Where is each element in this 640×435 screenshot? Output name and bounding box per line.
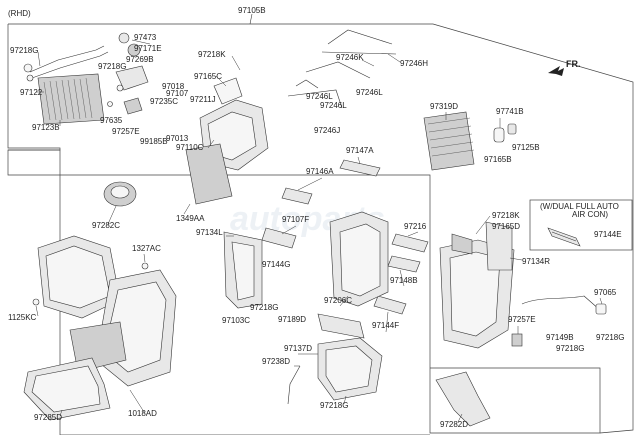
connector-parts [511,303,607,347]
part-label: 97137D [284,344,312,353]
part-label: 97147A [346,146,374,155]
part-label: 97165D [492,222,520,231]
part-label: 97285D [34,413,62,422]
part-label: 97171E [134,44,162,53]
part-label: 97206C [324,296,352,305]
part-label: 97103C [222,316,250,325]
option-title-line1: (W/DUAL FULL AUTO [540,202,619,211]
part-label: 97246L [356,88,383,97]
hose-set [287,29,397,109]
part-label: 97246L [306,92,333,101]
part-label: 97146A [306,167,334,176]
part-label: 97473 [134,33,157,42]
part-label: 97218G [10,46,38,55]
part-label: 97319D [430,102,458,111]
part-label: 97635 [100,116,123,125]
part-label: 97149B [546,333,574,342]
part-label: 97218G [320,401,348,410]
part-label: 97218K [198,50,226,59]
part-label: 97122 [20,88,43,97]
damper-parts [261,159,429,339]
part-label: 1349AA [176,214,205,223]
part-label: 97218G [98,62,126,71]
blower-motor [103,181,137,207]
rear-duct [435,371,491,427]
heater-core-assembly [23,45,109,125]
part-label: 97246K [336,53,364,62]
part-label: 1125KC [8,313,37,322]
part-label: 97211J [190,95,216,104]
part-label: 97144G [262,260,290,269]
option-box [529,199,633,251]
actuator-cluster [107,32,149,115]
option-flap-part [547,227,581,247]
part-label: 97018 [162,82,185,91]
part-label: 97144F [372,321,399,330]
part-label: 97107 [166,89,189,98]
part-label: 97246H [400,59,428,68]
part-label: 97257E [112,127,140,136]
part-label: 97134L [196,228,223,237]
part-label: 97216 [404,222,427,231]
part-label: 97110C [176,143,204,152]
drain-hose [521,295,601,311]
part-label: 97269B [126,55,154,64]
variant-label: (RHD) [8,9,31,18]
part-label: 97125B [512,143,540,152]
right-casing [439,221,515,349]
part-label: 97282D [440,420,468,429]
top-border [8,23,634,434]
part-label: 97238D [262,357,290,366]
part-label: 97246J [314,126,340,135]
evaporator-core [423,111,475,171]
lower-housing [23,235,177,421]
upper-case [185,77,269,205]
part-label: 1327AC [132,244,161,253]
part-label: 97165C [194,72,222,81]
front-direction-label: FR. [566,59,581,69]
part-label: 97218G [596,333,624,342]
option-part-label: 97144E [594,230,622,239]
leader-lines [35,39,603,423]
part-label: 97235C [150,97,178,106]
part-labels: 97218G 97473 97171E 97218G 97269B 97122 … [8,33,624,429]
part-label: 99185B [140,137,168,146]
part-label: 97246L [320,101,347,110]
part-label: 97189D [278,315,306,324]
option-title-line2: AIR CON) [572,210,608,219]
front-arrow-icon [548,66,564,76]
part-label: 97065 [594,288,617,297]
lower-center-case [287,337,383,405]
part-label: 97218G [250,303,278,312]
part-label: 97741B [496,107,524,116]
part-label: 97013 [166,134,189,143]
seal-rings [493,123,517,143]
blower-housing-left [223,231,263,309]
part-label: 1018AD [128,409,157,418]
part-label: 97257E [508,315,536,324]
center-casing [329,211,389,307]
part-label: 97107F [282,215,309,224]
part-label: 97218K [492,211,520,220]
part-label: 97134R [522,257,550,266]
part-label: 97165B [484,155,512,164]
main-part-leader [249,13,253,25]
main-part-label: 97105B [238,6,266,15]
part-label: 97282C [92,221,120,230]
part-label: 97148B [390,276,418,285]
part-label: 97123B [32,123,60,132]
part-label: 97218G [556,344,584,353]
